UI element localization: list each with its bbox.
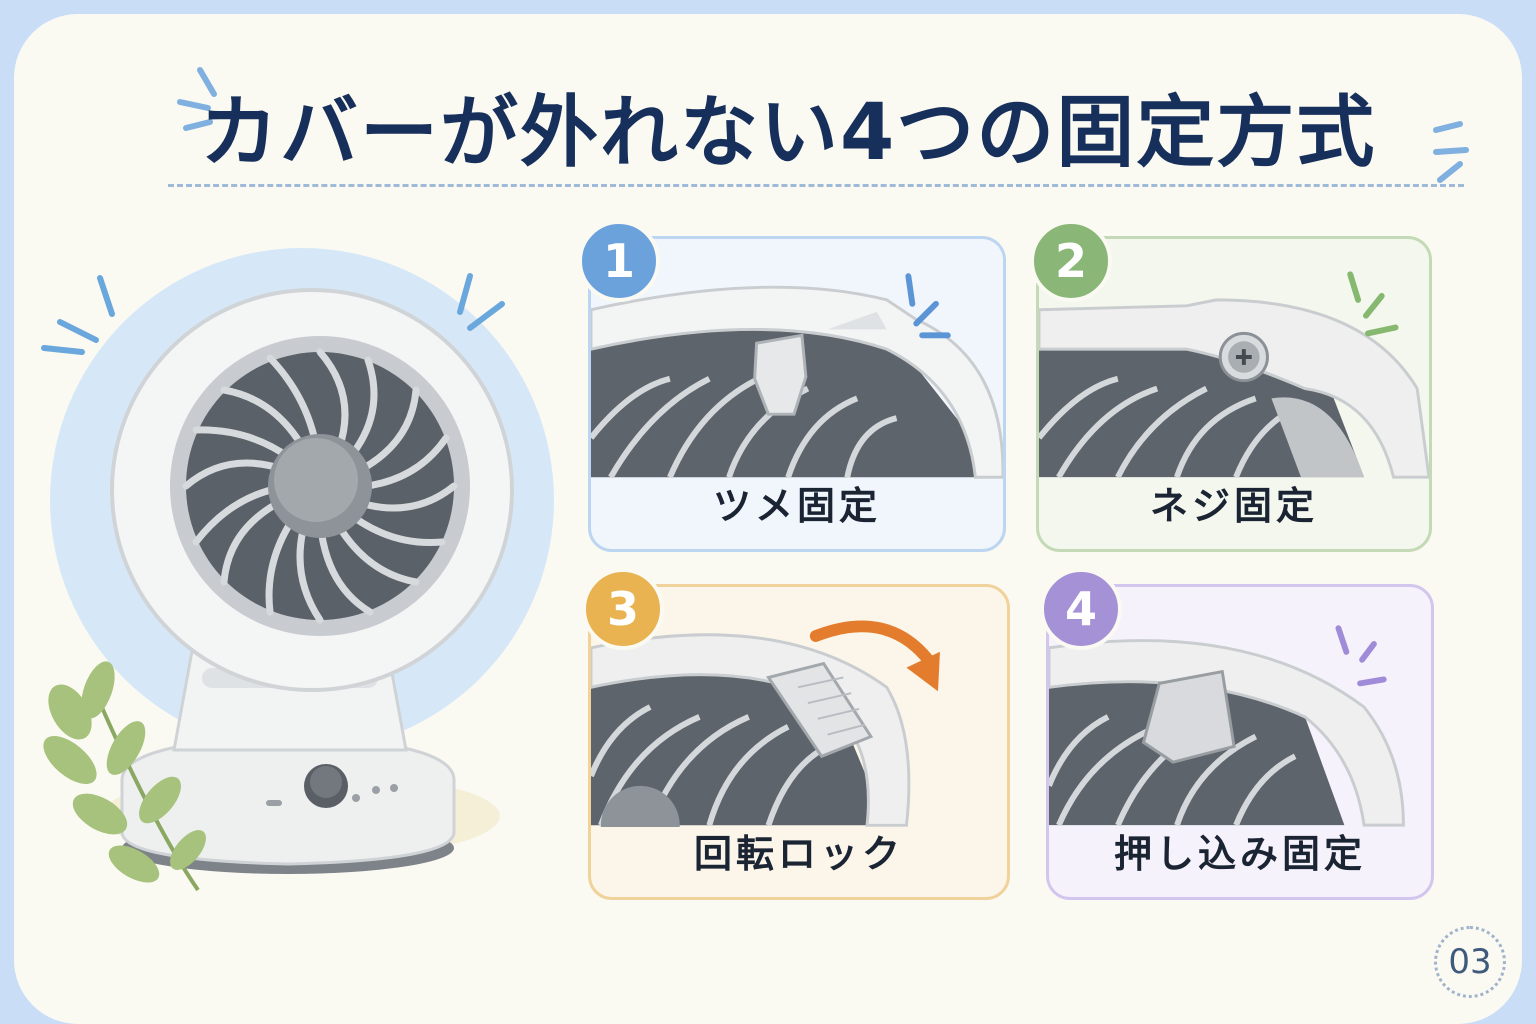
card-number-badge: 3	[582, 568, 664, 650]
card-label: ツメ固定	[712, 484, 881, 528]
card-snap-fit: ツメ固定	[588, 236, 1006, 552]
page-number: 03	[1434, 926, 1506, 998]
card-number-badge: 4	[1040, 568, 1122, 650]
push-button-icon	[1049, 625, 1405, 827]
card-number-badge: 2	[1030, 220, 1112, 302]
card-screw: ネジ固定	[1036, 236, 1432, 552]
card-label: ネジ固定	[1149, 484, 1318, 528]
title-sparkle-right-icon	[1433, 121, 1469, 183]
card-label: 押し込み固定	[1113, 832, 1366, 876]
title-sparkle-left-icon	[177, 67, 217, 131]
snap-tab-icon	[591, 273, 1003, 479]
card-rotation-lock: 回転ロック	[588, 584, 1010, 900]
rotate-arrow-icon	[591, 620, 940, 827]
title-divider	[168, 184, 1464, 187]
card-label: 回転ロック	[693, 832, 904, 876]
card-number-badge: 1	[578, 220, 660, 302]
screw-icon	[1039, 271, 1429, 479]
desk-fan-illustration	[41, 248, 554, 892]
page-title: カバーが外れない4つの固定方式	[200, 88, 1377, 178]
